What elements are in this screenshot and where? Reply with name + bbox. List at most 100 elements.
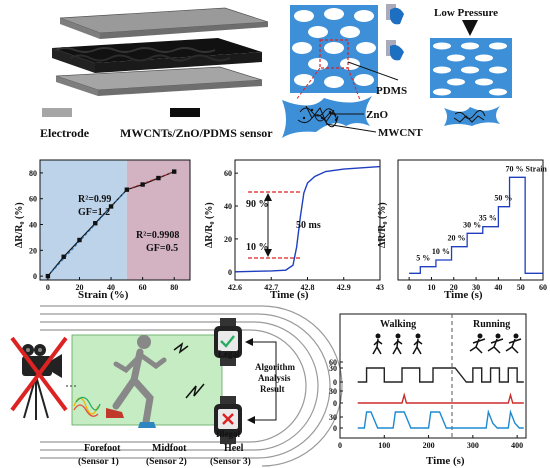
pdms-junction xyxy=(282,96,372,138)
x-tick-label: 20 xyxy=(450,283,458,292)
legend: Electrode MWCNTs/ZnO/PDMS sensor xyxy=(40,108,273,140)
low-pressure-label: Low Pressure xyxy=(434,7,498,19)
data-point xyxy=(45,273,51,279)
response-curve xyxy=(234,165,381,273)
step-label: 70 % Strain xyxy=(506,164,548,173)
data-point xyxy=(77,237,82,243)
y-tick-label: 0 xyxy=(228,268,232,277)
x-tick-label: 42.8 xyxy=(301,283,315,292)
y-tick-label: 60 xyxy=(329,358,337,367)
electrode-swatch xyxy=(42,108,72,117)
sensor-stack xyxy=(52,7,269,96)
algorithm-line-3: Result xyxy=(260,384,285,394)
x-tick-label: 20 xyxy=(75,283,83,292)
plot-frame xyxy=(39,159,191,281)
y-tick-label: 30 xyxy=(329,387,337,396)
mwcnt-label: MWCNT xyxy=(378,127,423,139)
gf2-value: GF=0.5 xyxy=(146,243,178,254)
fit-line-1 xyxy=(47,189,128,277)
x-tick-label: 42.9 xyxy=(337,283,351,292)
x-tick-label: 100 xyxy=(378,441,390,450)
response-ylabel: ΔR/R₀ (%) xyxy=(204,202,215,248)
x-tick-label: 60 xyxy=(539,283,547,292)
data-point xyxy=(108,204,114,209)
x-tick-label: 80 xyxy=(170,283,178,292)
level-90: 90 % xyxy=(246,199,269,210)
y-tick-label: 0 xyxy=(33,272,37,281)
plot-frame xyxy=(397,159,544,281)
track-application: Legal Illegal Algorithm Analysis Result … xyxy=(10,305,343,467)
runner-figure xyxy=(112,335,167,426)
linearity-ylabel: ΔR/R₀ (%) xyxy=(14,202,25,248)
step-label: 5 % xyxy=(416,254,430,263)
forefoot-sensor-label: (Sensor 1) xyxy=(78,456,119,467)
y-tick-label: 0 xyxy=(333,399,337,408)
data-point xyxy=(156,175,161,181)
gait-xlabel: Time (s) xyxy=(426,455,465,467)
step-curve xyxy=(409,176,543,274)
gait-series-3 xyxy=(357,409,524,429)
gf1-value: GF=1.2 xyxy=(78,207,110,218)
response-time-label: 50 ms xyxy=(296,220,321,231)
x-tick-label: 40 xyxy=(107,283,115,292)
y-tick-label: 40 xyxy=(29,221,37,230)
x-tick-label: 40 xyxy=(494,283,502,292)
step-xlabel: Time (s) xyxy=(444,289,483,301)
camera-icon xyxy=(22,344,62,420)
step-ylabel: ΔR/R₀ (%) xyxy=(377,202,388,248)
data-point xyxy=(172,169,177,174)
x-tick-label: 0 xyxy=(46,283,50,292)
step-label: 30 % xyxy=(463,220,481,229)
sensor-film xyxy=(52,38,262,73)
prohibited-icon xyxy=(10,336,68,412)
forefoot-label: Forefoot xyxy=(84,443,121,454)
mechanism-diagram: PDMS ZnO MWCNT Low Pressure xyxy=(282,4,512,139)
x-tick-label: 60 xyxy=(139,283,147,292)
algorithm-line-1: Algorithm xyxy=(255,362,295,372)
midfoot-sensor-label: (Sensor 2) xyxy=(146,456,187,467)
y-tick-label: 0 xyxy=(333,424,337,433)
y-tick-label: 80 xyxy=(29,169,37,178)
y-tick-label: 60 xyxy=(224,169,232,178)
x-tick-label: 10 xyxy=(427,283,435,292)
x-tick-label: 200 xyxy=(423,441,435,450)
signal-waves xyxy=(66,385,101,417)
illegal-label: Illegal xyxy=(216,429,240,439)
step-label: 20 % xyxy=(448,234,466,243)
electrode-label: Electrode xyxy=(40,126,90,140)
data-point xyxy=(124,187,130,192)
running-icons xyxy=(469,333,522,354)
algorithm-line-2: Analysis xyxy=(258,373,291,383)
step-label: 10 % xyxy=(432,247,450,256)
illegal-watch-icon xyxy=(214,396,242,444)
linearity-xlabel: Strain (%) xyxy=(78,289,129,301)
x-tick-label: 50 xyxy=(517,283,525,292)
x-tick-label: 400 xyxy=(511,441,523,450)
running-label: Running xyxy=(473,319,510,330)
wireless-signal-icon xyxy=(173,342,189,354)
x-tick-label: 30 xyxy=(472,283,480,292)
x-tick-label: 42.7 xyxy=(264,283,278,292)
sensor-label: MWCNTs/ZnO/PDMS sensor xyxy=(120,126,273,140)
y-tick-label: 20 xyxy=(29,246,37,255)
y-tick-label: 30 xyxy=(329,364,337,373)
step-label: 50 % xyxy=(494,194,512,203)
sensor-swatch xyxy=(170,108,200,117)
y-tick-label: 30 xyxy=(329,413,337,422)
mwcnt-network xyxy=(297,105,339,128)
data-point xyxy=(93,221,98,226)
y-tick-label: 20 xyxy=(224,235,232,244)
walking-label: Walking xyxy=(380,319,416,330)
y-tick-label: 0 xyxy=(333,378,337,387)
x-tick-label: 0 xyxy=(407,283,411,292)
y-tick-label: 60 xyxy=(29,195,37,204)
gf2-r2: R²=0.9908 xyxy=(136,230,179,241)
finger-press-icon xyxy=(386,4,404,61)
x-tick-label: 42.6 xyxy=(228,283,242,292)
gait-series-2 xyxy=(357,392,524,404)
heel-label: Heel xyxy=(224,443,244,454)
